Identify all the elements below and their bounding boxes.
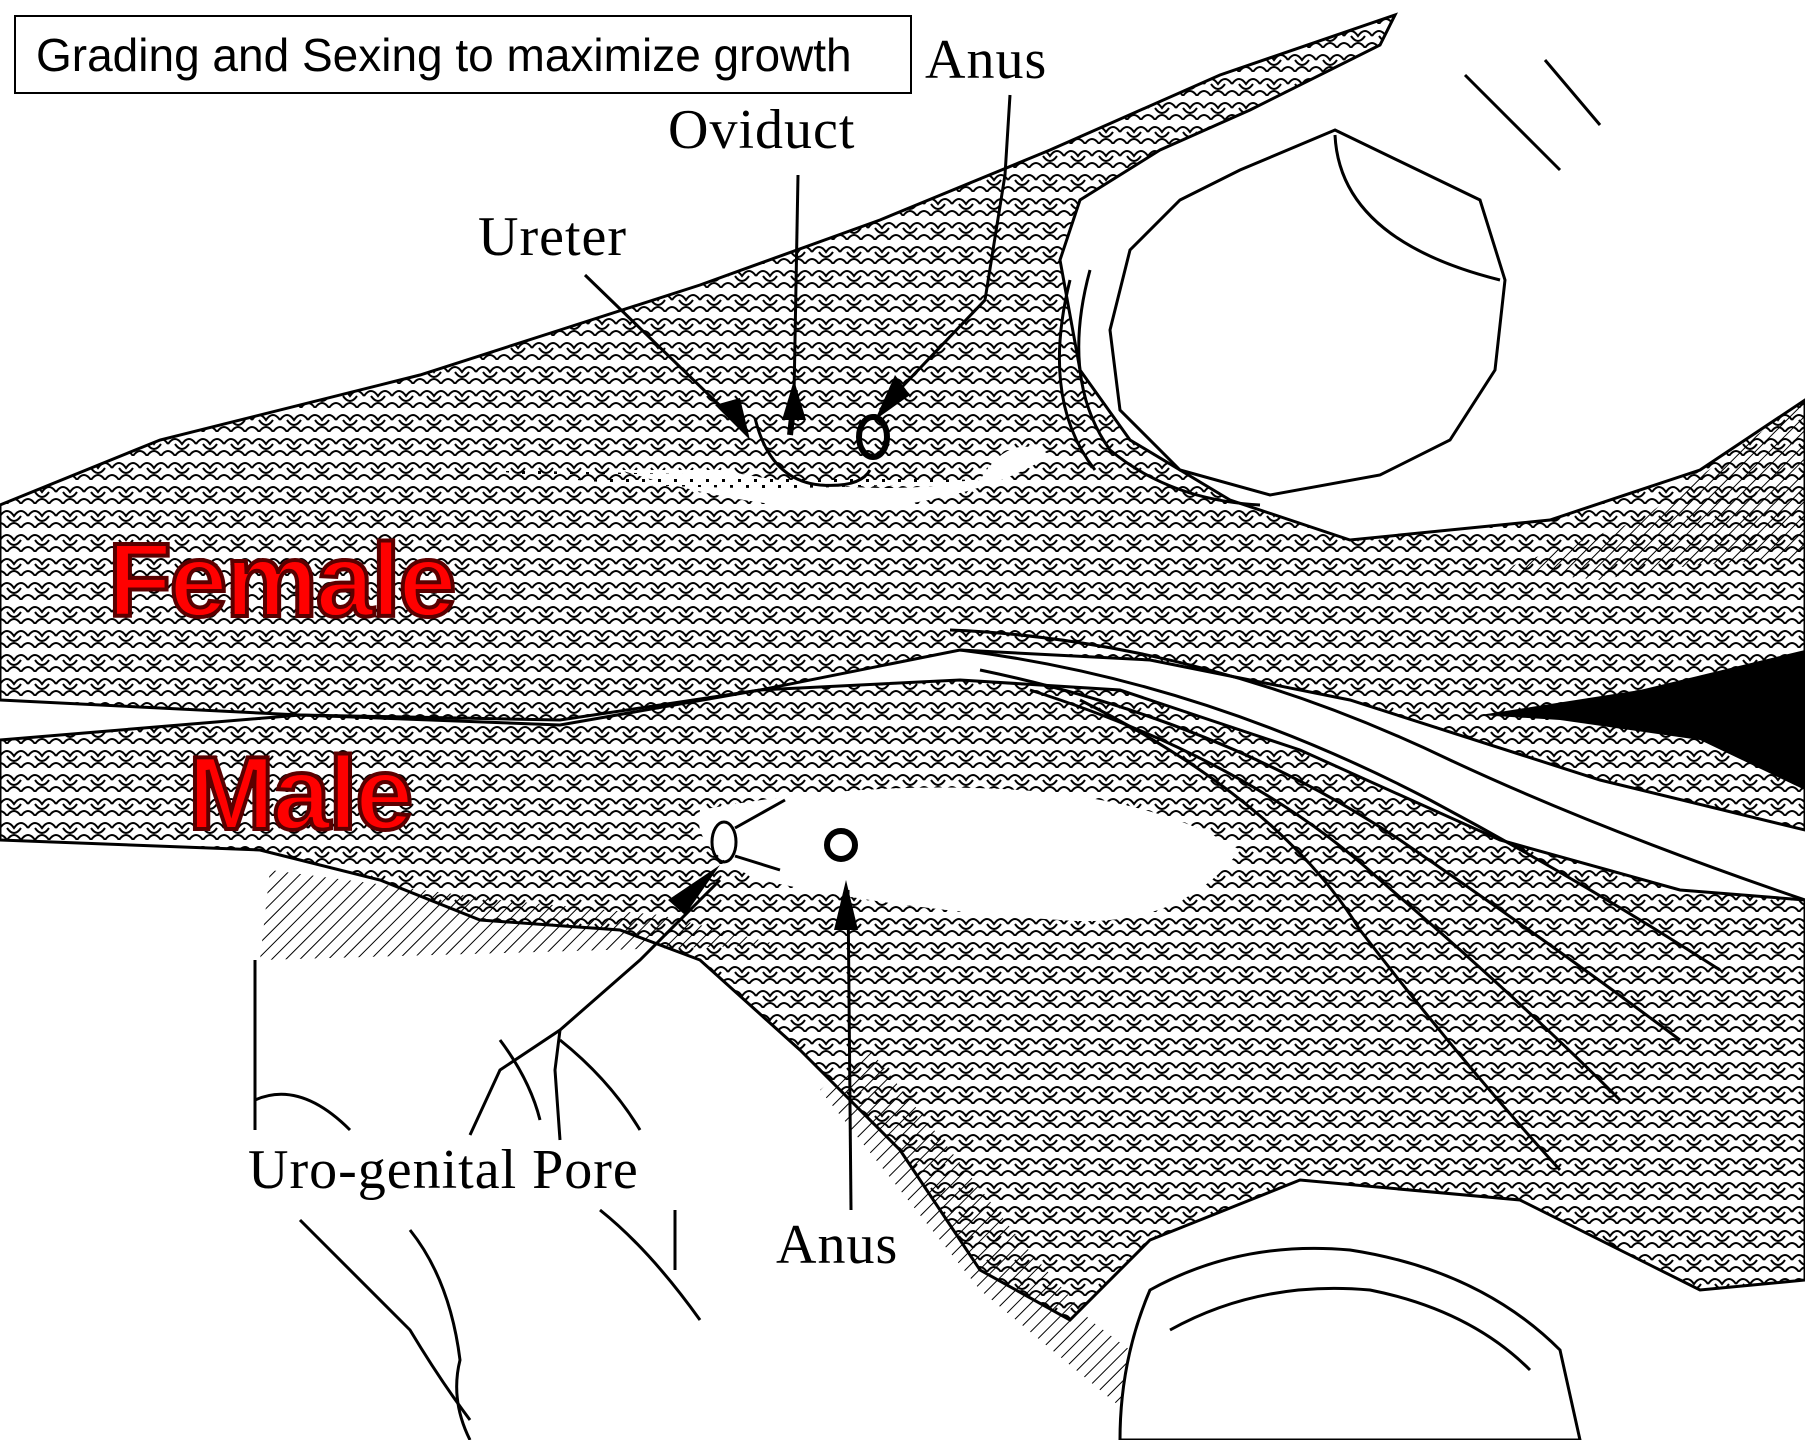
label-female: Female [108, 522, 454, 641]
label-anus-bottom: Anus [776, 1213, 898, 1277]
decorative-strokes [1465, 60, 1600, 170]
urogenital-leader-2 [555, 1030, 560, 1140]
title-box: Grading and Sexing to maximize growth [14, 15, 912, 94]
label-anus-top: Anus [925, 28, 1047, 92]
label-male: Male [188, 735, 411, 854]
label-urogenital-pore: Uro-genital Pore [248, 1138, 639, 1202]
male-pelvic-fin [1120, 1248, 1580, 1440]
label-oviduct: Oviduct [668, 98, 855, 162]
label-ureter: Ureter [478, 205, 627, 269]
page-title: Grading and Sexing to maximize growth [36, 28, 852, 82]
